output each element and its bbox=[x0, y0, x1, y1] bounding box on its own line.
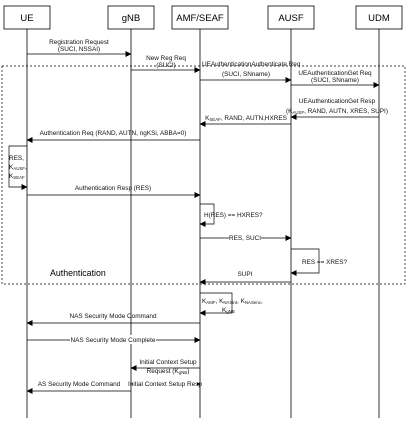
nas-smc-complete-label: NAS Security Mode Complete bbox=[71, 337, 156, 344]
authentication-label: Authentication bbox=[50, 268, 106, 278]
ue-auth-get-resp-params: (KAUSF, RAND, AUTN, XRES, SUPI) bbox=[286, 108, 388, 115]
initial-context-setup-resp-label: Initial Context Setup Resp bbox=[128, 381, 202, 388]
hres-self-arrow bbox=[199, 203, 215, 227]
entity-gnb: gNB bbox=[107, 5, 155, 30]
entity-amf-seaf-label: AMF/SEAF bbox=[176, 13, 224, 24]
registration-request-label: Registration Request bbox=[49, 39, 109, 46]
msg-authentication-resp: Authentication Resp (RES) bbox=[27, 185, 201, 198]
initial-context-setup-label: Initial Context Setup bbox=[139, 359, 197, 366]
res-suci-label: RES, SUCI bbox=[229, 235, 261, 242]
ue-self-computation: RES, KAUSF, KSEAF bbox=[8, 145, 28, 190]
ue-auth-get-resp-label: UEAuthenticationGet Resp bbox=[299, 98, 376, 105]
entity-udm: UDM bbox=[355, 5, 403, 30]
new-reg-req-params: (SUCI) bbox=[156, 62, 176, 69]
msg-initial-context-setup-resp: Initial Context Setup Resp bbox=[128, 379, 202, 388]
ue-keys-res: RES, bbox=[9, 155, 24, 162]
msg-ue-auth-get-resp: UEAuthenticationGet Resp (KAUSF, RAND, A… bbox=[286, 98, 388, 120]
nas-smc-label: NAS Security Mode Command bbox=[69, 313, 156, 320]
entity-udm-label: UDM bbox=[368, 13, 390, 24]
amf-keys-line1: KAMF, KNASint, KNASenc, bbox=[202, 298, 263, 305]
xres-check-label: RES == XRES? bbox=[302, 259, 348, 266]
ue-keys-kseaf: KSEAF bbox=[9, 173, 25, 180]
msg-ue-auth-get-req: UEAuthenticationGet Req (SUCI, SNname) bbox=[291, 70, 380, 88]
amf-keys-self-arrow bbox=[199, 292, 233, 316]
msg-initial-context-setup: Initial Context Setup Request (KgNB) bbox=[130, 359, 200, 375]
msg-nas-smc: NAS Security Mode Command bbox=[26, 313, 200, 326]
as-smc-label: AS Security Mode Command bbox=[38, 381, 121, 388]
hres-check-label: H(RES) == HXRES? bbox=[204, 212, 263, 219]
ue-self-arrow bbox=[8, 145, 28, 190]
new-reg-req-label: New Reg Req bbox=[146, 55, 186, 62]
amf-hres-check: H(RES) == HXRES? bbox=[199, 203, 263, 227]
entity-ausf-label: AUSF bbox=[278, 13, 304, 24]
nas-smc-complete-label-bg bbox=[70, 335, 156, 344]
entity-ue: UE bbox=[3, 5, 51, 30]
ausf-to-amf-label: KSEAF, RAND, AUTN,HXRES bbox=[205, 115, 287, 122]
ue-auth-get-req-params: (SUCI, SNname) bbox=[311, 77, 359, 84]
supi-label: SUPI bbox=[238, 271, 253, 278]
initial-context-setup-params: Request (KgNB) bbox=[147, 368, 190, 375]
ue-keys-kausf: KAUSF, bbox=[9, 164, 27, 171]
msg-as-smc: AS Security Mode Command bbox=[26, 381, 131, 394]
entity-amf-seaf: AMF/SEAF bbox=[171, 5, 229, 30]
amf-key-derivation: KAMF, KNASint, KNASenc, KgNB bbox=[199, 292, 263, 316]
msg-registration-request: Registration Request (SUCI, NSSAI) bbox=[27, 39, 132, 57]
entity-ausf: AUSF bbox=[267, 5, 315, 30]
msg-supi: SUPI bbox=[199, 271, 291, 285]
authentication-resp-label: Authentication Resp (RES) bbox=[75, 185, 151, 192]
msg-authentication-req: Authentication Req (RAND, AUTN, ngKSi, A… bbox=[26, 130, 200, 143]
xres-self-arrow bbox=[290, 248, 320, 276]
msg-nas-smc-complete: NAS Security Mode Complete bbox=[27, 335, 201, 344]
ue-auth-authenticate-req-params: (SUCI, SNname) bbox=[222, 71, 270, 78]
authentication-frame bbox=[1, 65, 406, 285]
entity-gnb-label: gNB bbox=[122, 13, 140, 24]
registration-request-params: (SUCI, NSSAI) bbox=[58, 46, 100, 53]
res-suci-label-bg bbox=[229, 233, 261, 242]
amf-keys-line2: KgNB bbox=[222, 307, 235, 314]
ue-auth-authenticate-req-label: UEAuthenticationAuthenticate Req bbox=[202, 61, 301, 68]
msg-ausf-to-amf: KSEAF, RAND, AUTN,HXRES bbox=[199, 115, 291, 127]
initial-context-setup-resp-label-bg bbox=[133, 379, 197, 388]
msg-res-suci: RES, SUCI bbox=[200, 233, 292, 242]
authentication-req-label: Authentication Req (RAND, AUTN, ngKSi, A… bbox=[40, 130, 187, 137]
ausf-xres-check: RES == XRES? bbox=[290, 248, 348, 276]
msg-ue-auth-authenticate-req: UEAuthenticationAuthenticate Req (SUCI, … bbox=[200, 61, 301, 83]
ue-auth-get-req-label: UEAuthenticationGet Req bbox=[298, 70, 372, 77]
entity-ue-label: UE bbox=[20, 13, 33, 24]
msg-new-reg-req: New Reg Req (SUCI) bbox=[131, 55, 201, 73]
